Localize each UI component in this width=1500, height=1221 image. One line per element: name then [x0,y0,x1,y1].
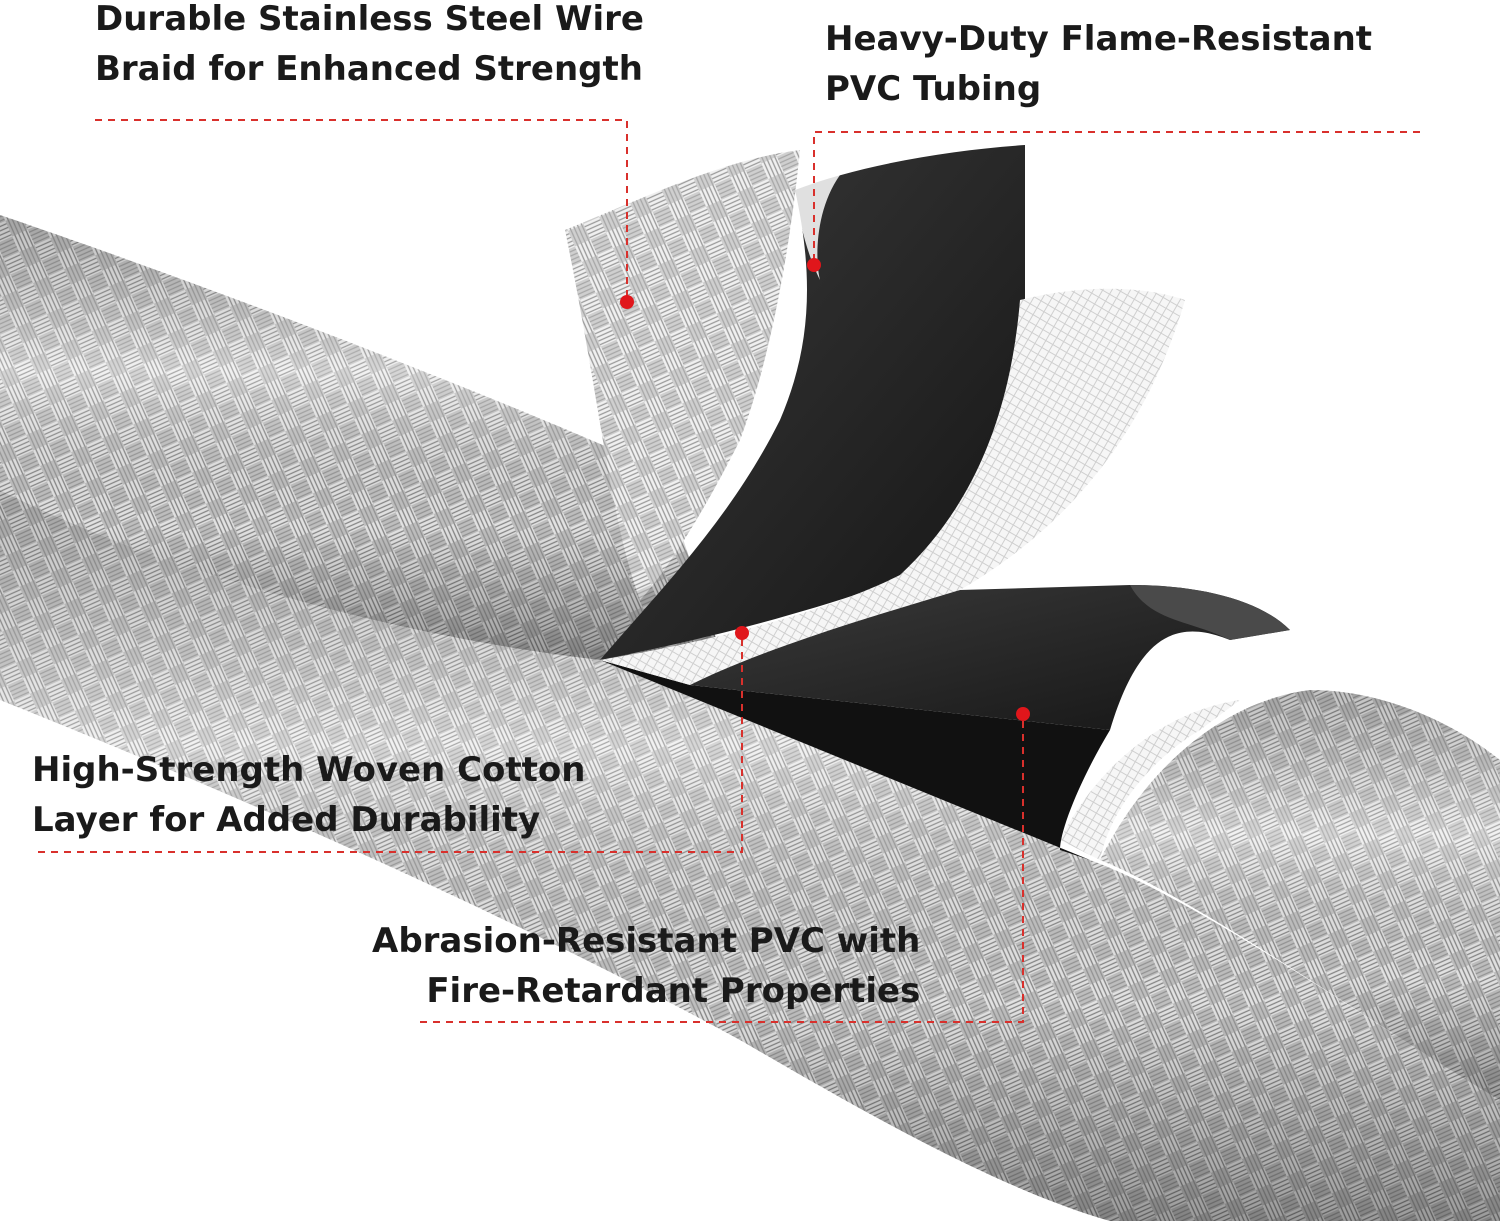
inner-pvc-lower-rim [1130,585,1290,640]
pvc-flap [600,145,1025,660]
marker-dot-cotton [735,626,749,640]
callout-abrasion-pvc-line-1: Abrasion-Resistant PVC with [372,921,921,961]
leader-lines [38,119,1420,1023]
leader-line-tubing [813,131,1420,264]
braid-flap [565,150,800,600]
marker-dot-braid [620,295,634,309]
leader-line-abrasion [420,714,1024,1023]
leader-line-braid [95,119,628,300]
hose-body-left [0,215,720,660]
callout-cotton-layer-line-1: High-Strength Woven Cotton [32,750,586,790]
hose-body-right [0,490,1500,1221]
callout-cotton-layer-line-2: Layer for Added Durability [32,800,541,840]
callout-pvc-tubing-line-1: Heavy-Duty Flame-Resistant [825,19,1373,59]
callout-abrasion-pvc: Abrasion-Resistant PVC with Fire-Retarda… [372,916,920,1016]
marker-dots [620,258,1030,721]
callout-pvc-tubing: Heavy-Duty Flame-Resistant PVC Tubing [825,14,1372,114]
leader-line-cotton [38,632,743,853]
hose-end-right [1060,690,1500,1100]
marker-dot-abrasion [1016,707,1030,721]
callout-abrasion-pvc-line-2: Fire-Retardant Properties [426,971,921,1011]
callout-steel-braid: Durable Stainless Steel Wire Braid for E… [95,0,644,94]
inner-channel [600,660,1110,860]
callout-cotton-layer: High-Strength Woven Cotton Layer for Add… [32,745,585,845]
cotton-flap [600,288,1185,685]
callout-steel-braid-line-1: Durable Stainless Steel Wire [95,0,644,39]
marker-dot-tubing [807,258,821,272]
callout-steel-braid-line-2: Braid for Enhanced Strength [95,49,643,89]
callout-pvc-tubing-line-2: PVC Tubing [825,69,1042,109]
